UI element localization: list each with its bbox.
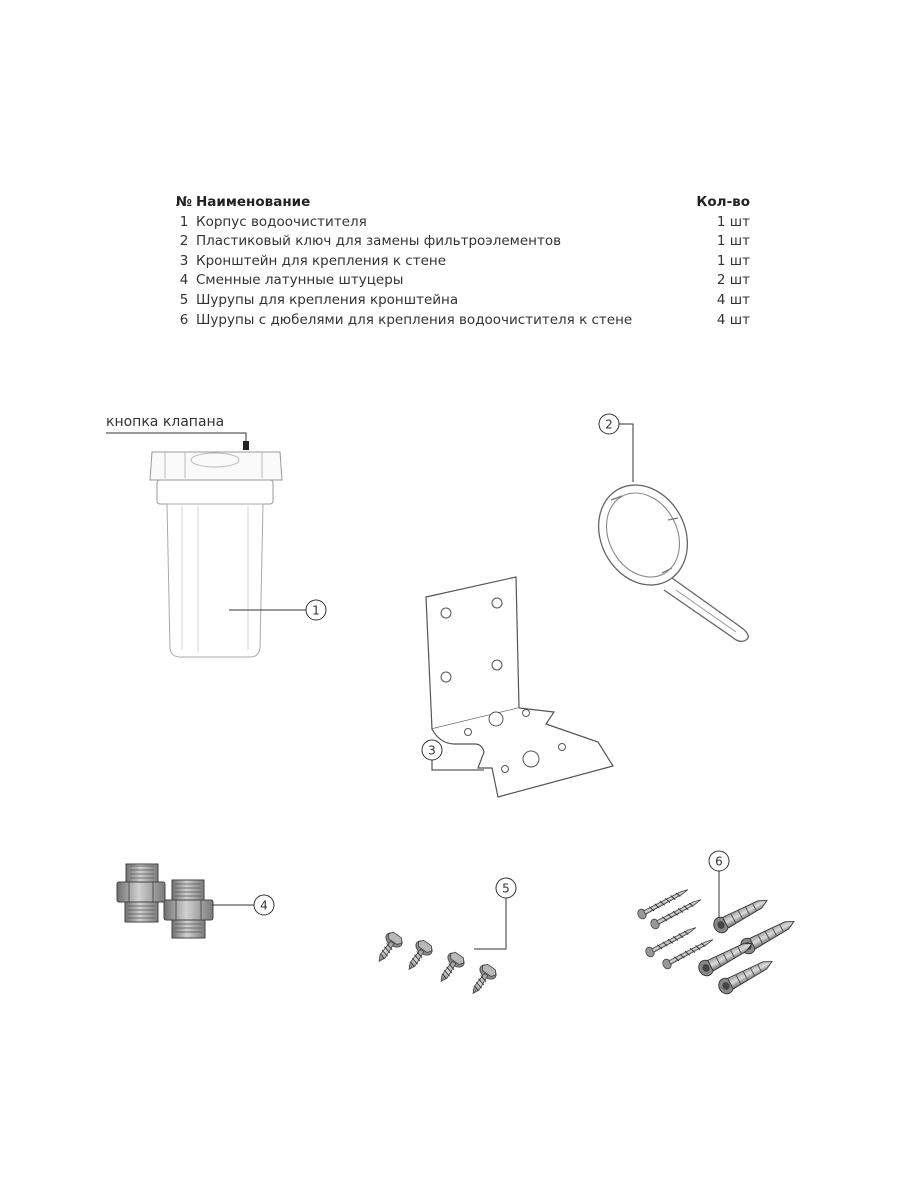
row-name: Шурупы для крепления кронштейна [196, 291, 459, 308]
row-num: 4 [179, 272, 189, 289]
row-name: Пластиковый ключ для замены фильтроэлеме… [196, 233, 562, 250]
callout-3-line [431, 760, 484, 771]
screws-with-dowels-drawing [635, 884, 799, 997]
table-row: 2 Пластиковый ключ для замены фильтроэле… [172, 232, 750, 252]
row-num: 5 [179, 291, 189, 308]
valve-button-label: кнопка клапана [106, 414, 225, 430]
row-qty: 4 шт [716, 291, 750, 308]
row-name: Корпус водоочистителя [196, 213, 367, 230]
table-row: 1 Корпус водоочистителя 1 шт [172, 213, 750, 233]
table-row: 6 Шурупы с дюбелями для крепления водооч… [172, 311, 750, 331]
callout-3-number: 3 [428, 744, 436, 758]
filter-housing-drawing [149, 441, 283, 658]
table-row: 3 Кронштейн для крепления к стене 1 шт [172, 252, 750, 272]
callout-2-number: 2 [605, 418, 613, 432]
bracket-screws-drawing [371, 929, 500, 999]
wall-bracket-drawing [425, 576, 614, 798]
valve-leader-line [106, 432, 247, 446]
callout-4: 4 [253, 894, 275, 916]
row-qty: 1 шт [716, 252, 750, 269]
row-name: Шурупы с дюбелями для крепления водоочис… [196, 311, 633, 328]
row-num: 2 [179, 233, 189, 250]
row-num: 3 [179, 252, 189, 269]
row-qty: 4 шт [716, 311, 750, 328]
callout-5-line [474, 898, 507, 950]
row-num: 1 [179, 213, 189, 230]
callout-3: 3 [421, 739, 443, 761]
table-row: 5 Шурупы для крепления кронштейна 4 шт [172, 291, 750, 311]
filter-wrench-drawing [597, 484, 749, 643]
row-num: 6 [179, 311, 189, 328]
callout-6: 6 [708, 850, 730, 872]
callout-1-number: 1 [312, 604, 320, 618]
row-name: Кронштейн для крепления к стене [196, 252, 447, 269]
callout-4-number: 4 [260, 899, 268, 913]
header-name: Наименование [196, 194, 311, 210]
row-name: Сменные латунные штуцеры [196, 272, 404, 289]
parts-table: № Наименование Кол-во 1 Корпус водоочист… [172, 193, 750, 330]
table-row: 4 Сменные латунные штуцеры 2 шт [172, 271, 750, 291]
header-qty: Кол-во [696, 194, 750, 210]
callout-6-number: 6 [715, 855, 723, 869]
table-header-row: № Наименование Кол-во [172, 193, 750, 213]
brass-fittings-drawing [116, 863, 214, 939]
callout-2: 2 [598, 413, 620, 435]
row-qty: 1 шт [716, 233, 750, 250]
callout-5: 5 [495, 877, 517, 899]
header-num: № [175, 194, 193, 210]
row-qty: 2 шт [716, 272, 750, 289]
callout-2-line [619, 423, 634, 482]
callout-1: 1 [305, 599, 327, 621]
callout-5-number: 5 [502, 882, 510, 896]
row-qty: 1 шт [716, 213, 750, 230]
